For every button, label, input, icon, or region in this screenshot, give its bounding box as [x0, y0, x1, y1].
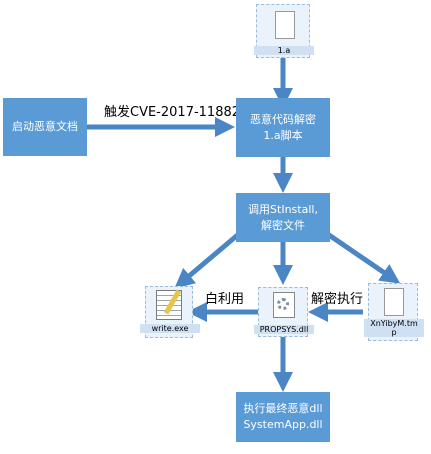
file-1a-node: 1.a — [254, 4, 314, 58]
decrypt-script-line2: 1.a脚本 — [263, 128, 303, 142]
final-dll-box: 执行最终恶意dll SystemApp.dll — [236, 392, 330, 442]
decrypt-exec-label: 解密执行 — [311, 292, 364, 307]
write-exe-node: write.exe — [140, 286, 200, 338]
xnyibym-caption-line1: XnYibyM.tm — [370, 319, 418, 328]
call-install-box: 调用StInstall, 解密文件 — [236, 193, 330, 242]
arrow-install-to-write — [174, 231, 242, 289]
decrypt-script-box: 恶意代码解密 1.a脚本 — [236, 98, 330, 157]
start-doc-label: 启动恶意文档 — [12, 120, 78, 133]
final-dll-line2: SystemApp.dll — [243, 418, 323, 431]
decrypt-script-line1: 恶意代码解密 — [250, 112, 316, 126]
arrow-install-to-xnyibym — [324, 230, 401, 284]
write-exe-caption: write.exe — [140, 324, 200, 333]
call-install-line2: 解密文件 — [261, 218, 305, 232]
document-icon — [275, 11, 295, 39]
start-doc-box: 启动恶意文档 — [3, 98, 87, 156]
xnyibym-caption: XnYibyM.tm p — [364, 319, 424, 337]
call-install-line1: 调用StInstall, — [248, 202, 318, 216]
whitelist-label: 白利用 — [205, 292, 245, 307]
document-icon — [384, 288, 404, 316]
propsys-dll-caption: PROPSYS.dll — [254, 325, 314, 334]
final-dll-line1: 执行最终恶意dll — [243, 402, 323, 415]
xnyibym-caption-line2: p — [391, 328, 397, 337]
gear-icon — [277, 298, 289, 310]
file-1a-caption: 1.a — [254, 46, 314, 55]
propsys-dll-node: PROPSYS.dll — [254, 287, 314, 337]
trigger-label: 触发CVE-2017-11882 — [104, 105, 241, 120]
xnyibym-tmp-node: XnYibyM.tm p — [364, 283, 424, 341]
